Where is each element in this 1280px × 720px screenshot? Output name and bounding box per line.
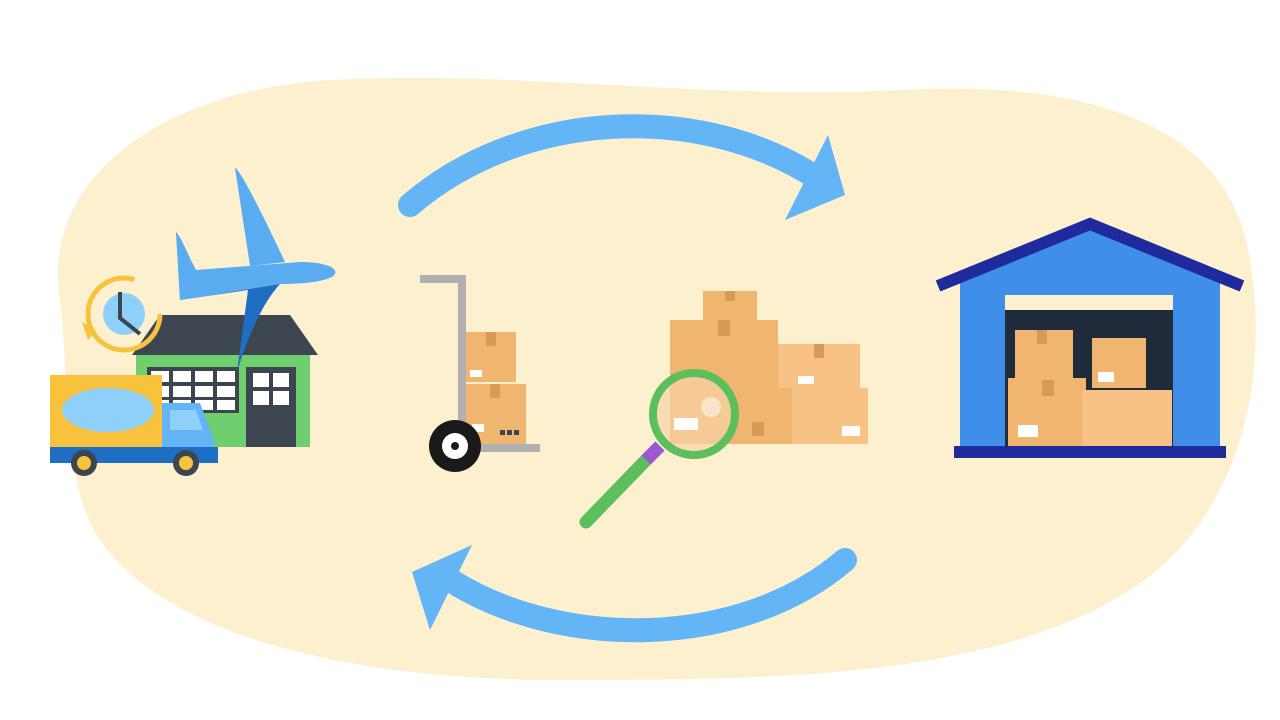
delivery-truck-icon bbox=[50, 375, 218, 476]
magnifying-glass-icon bbox=[579, 369, 739, 529]
bottom-cycle-arrow-icon bbox=[412, 545, 857, 643]
warehouse-icon bbox=[935, 217, 1245, 458]
house-icon bbox=[132, 315, 318, 447]
parcel-stack-icon bbox=[670, 291, 868, 444]
clock-icon bbox=[82, 275, 163, 353]
airplane-icon bbox=[176, 168, 336, 372]
background-blob bbox=[57, 77, 1256, 680]
hand-trolley-icon bbox=[420, 275, 540, 472]
top-cycle-arrow-icon bbox=[398, 114, 845, 220]
